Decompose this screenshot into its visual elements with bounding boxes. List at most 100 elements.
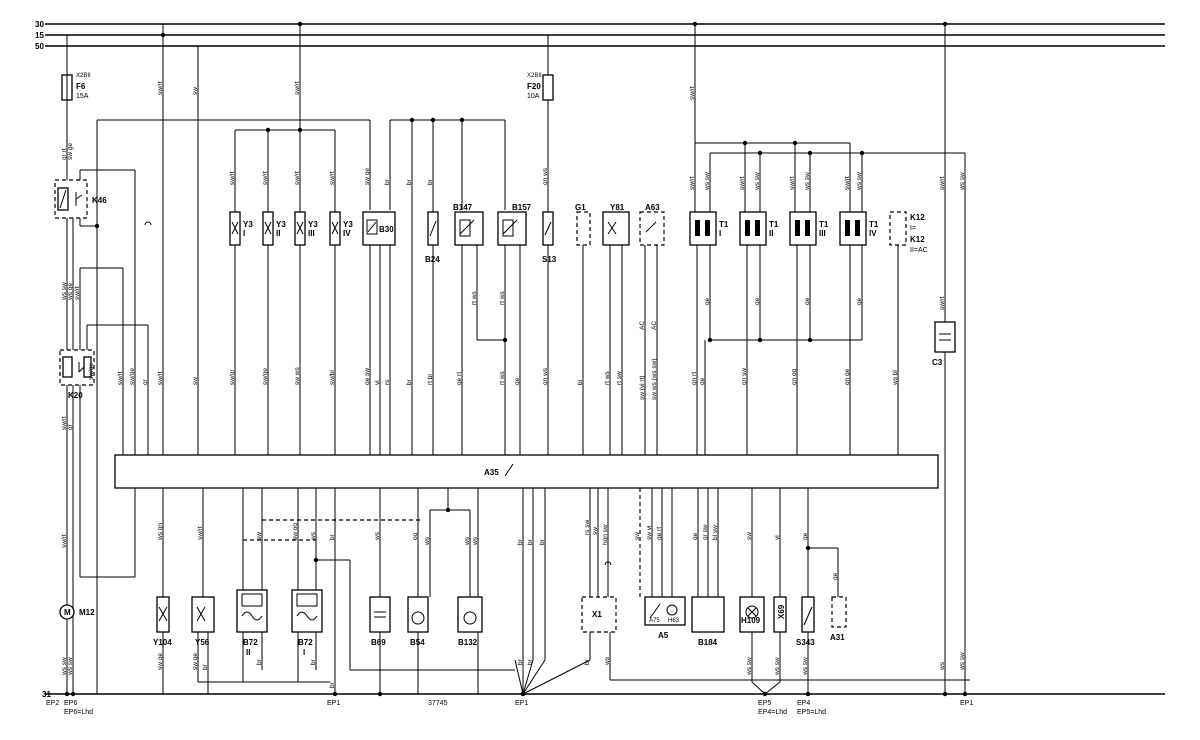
- relay-k12-label-2: K12: [910, 235, 925, 244]
- wc-67-k46: gr rt: [61, 148, 68, 160]
- wc-198: sw: [192, 377, 199, 385]
- injector-y3-iii-label: Y3: [308, 220, 318, 229]
- relay-k46-label: K46: [92, 196, 107, 205]
- injector-y3-i-sub: I: [243, 229, 245, 238]
- wc-850: gn ge: [844, 368, 851, 385]
- wc-752-gnd: ws sw: [746, 657, 753, 676]
- drawing-number: 37745: [428, 700, 448, 707]
- wc-268-top: sw/rt: [262, 171, 269, 185]
- connector-x1-label: X1: [592, 610, 602, 619]
- wc-470-low: ws: [464, 536, 471, 546]
- sensor-b69: [369, 596, 391, 633]
- relay-k12-note-1: I=: [910, 225, 916, 232]
- relay-k12: [889, 211, 907, 246]
- wc-545-low: br: [539, 538, 546, 545]
- wc-235: sw/gr: [229, 369, 236, 385]
- wc-533-gnd: br: [527, 658, 534, 665]
- connector-x69-label: X69: [777, 604, 786, 619]
- ecu-a35-label: A35: [484, 468, 499, 477]
- wc-657-ac: AC: [651, 321, 658, 330]
- ignition-coil-t1-ii-label: T1: [769, 220, 779, 229]
- module-a5: [644, 596, 686, 626]
- wc-380: vi: [374, 380, 381, 385]
- wc-67-mid: ws sw: [61, 282, 68, 301]
- relay-k12-label: K12: [910, 213, 925, 222]
- wc-316-low: ws: [310, 531, 317, 541]
- sensor-b30-label: B30: [379, 225, 394, 234]
- wire-color-labels: sw/rt sw sw/rt gr rt sw ge ws sw ws ge s…: [61, 81, 966, 688]
- motor-m12-symbol: M: [64, 608, 71, 617]
- module-a5-label: A5: [658, 631, 669, 640]
- module-a75-label: A75: [649, 618, 660, 624]
- wc-808-gnd: ws sw: [802, 657, 809, 676]
- wc-148: gr: [142, 378, 149, 385]
- wc-710-mid: ge: [704, 297, 711, 305]
- wc-745-t1: sw/rt: [739, 176, 746, 190]
- left-feed-wires: [66, 24, 371, 694]
- wc-760-t1: ws sw: [754, 172, 761, 191]
- wc-898: ws bl: [892, 370, 899, 386]
- wc-747: gn sw: [741, 368, 748, 385]
- wc-662-low: ge rt: [656, 527, 663, 540]
- sensor-b54-label: B54: [410, 638, 425, 647]
- wc-718-low: bl sw: [712, 525, 719, 540]
- ignition-coil-t1-iii-sub: III: [819, 229, 826, 238]
- wc-67-low: sw/rt: [61, 416, 68, 430]
- ignition-coil-t1-i-label: T1: [719, 220, 729, 229]
- sensor-b72-i-label: B72: [298, 638, 313, 647]
- wc-198-top: sw: [192, 87, 199, 95]
- wc-203-low: sw/rt: [197, 526, 204, 540]
- wc-300-inj: sw/rt: [294, 171, 301, 185]
- wc-235-top: sw/rt: [229, 171, 236, 185]
- wc-462: ge rt: [456, 372, 463, 385]
- fuse-f20-label: F20: [527, 82, 541, 91]
- wc-590-gnd: br: [584, 658, 591, 665]
- switch-s13: [542, 211, 554, 246]
- valve-y104-label: Y104: [153, 638, 172, 647]
- valve-y56-label: Y56: [195, 638, 210, 647]
- wc-67-gnd: ws sw: [61, 657, 68, 676]
- fuse-f6-label: F6: [76, 82, 86, 91]
- ignition-coil-t1-iii-label: T1: [819, 220, 829, 229]
- module-a63: [639, 211, 665, 246]
- wc-610-gnd: ws: [604, 656, 611, 666]
- wc-523-gnd: br: [517, 658, 524, 665]
- capacitor-c3: [934, 321, 956, 353]
- connector-x69: [773, 596, 787, 633]
- wc-433: rt bl: [427, 374, 434, 385]
- ground-ep1-right: EP1: [960, 700, 973, 707]
- wc-300-top: sw/rt: [294, 81, 301, 95]
- injector-y3-i-label: Y3: [243, 220, 253, 229]
- wc-418-low: og: [412, 532, 419, 540]
- wc-710-t1: ws sw: [704, 172, 711, 191]
- wc-433-top: br: [427, 178, 434, 185]
- injector-y3-iii-sub: III: [308, 229, 315, 238]
- wc-520: ge: [514, 377, 521, 385]
- wc-80-mid: sw/rt: [74, 286, 81, 300]
- lamp-h109-label: H109: [741, 616, 761, 625]
- ignition-coil-t1-i-sub: I: [719, 229, 721, 238]
- wc-478-low: ws: [472, 536, 479, 546]
- ecu-a35: [114, 454, 939, 489]
- switch-s13-label: S13: [542, 255, 557, 264]
- wc-810-mid: ge: [804, 297, 811, 305]
- wc-590-low: rs sw: [584, 520, 591, 535]
- wc-622: rt sw: [616, 371, 623, 385]
- motor-m12: [59, 604, 75, 620]
- wc-380-low: ws: [374, 531, 381, 541]
- generator-g1: [576, 211, 591, 246]
- wc-412-top: br: [406, 178, 413, 185]
- wc-335-low: br: [329, 533, 336, 540]
- wc-73-k46: sw ge: [67, 143, 74, 160]
- connector-x1: [581, 596, 617, 633]
- ground-ep6-lhd: EP6=Lhd: [64, 709, 93, 716]
- sensor-b132-label: B132: [458, 638, 478, 647]
- relay-k20-label: K20: [68, 391, 83, 400]
- wc-163: sw/rt: [157, 371, 164, 385]
- wc-645-ac: AC: [639, 321, 646, 330]
- wc-477: rt ws: [471, 291, 478, 305]
- lamp-h109: [739, 596, 765, 633]
- sensor-b69-label: B69: [371, 638, 386, 647]
- wc-708-low: gr sw: [702, 524, 709, 540]
